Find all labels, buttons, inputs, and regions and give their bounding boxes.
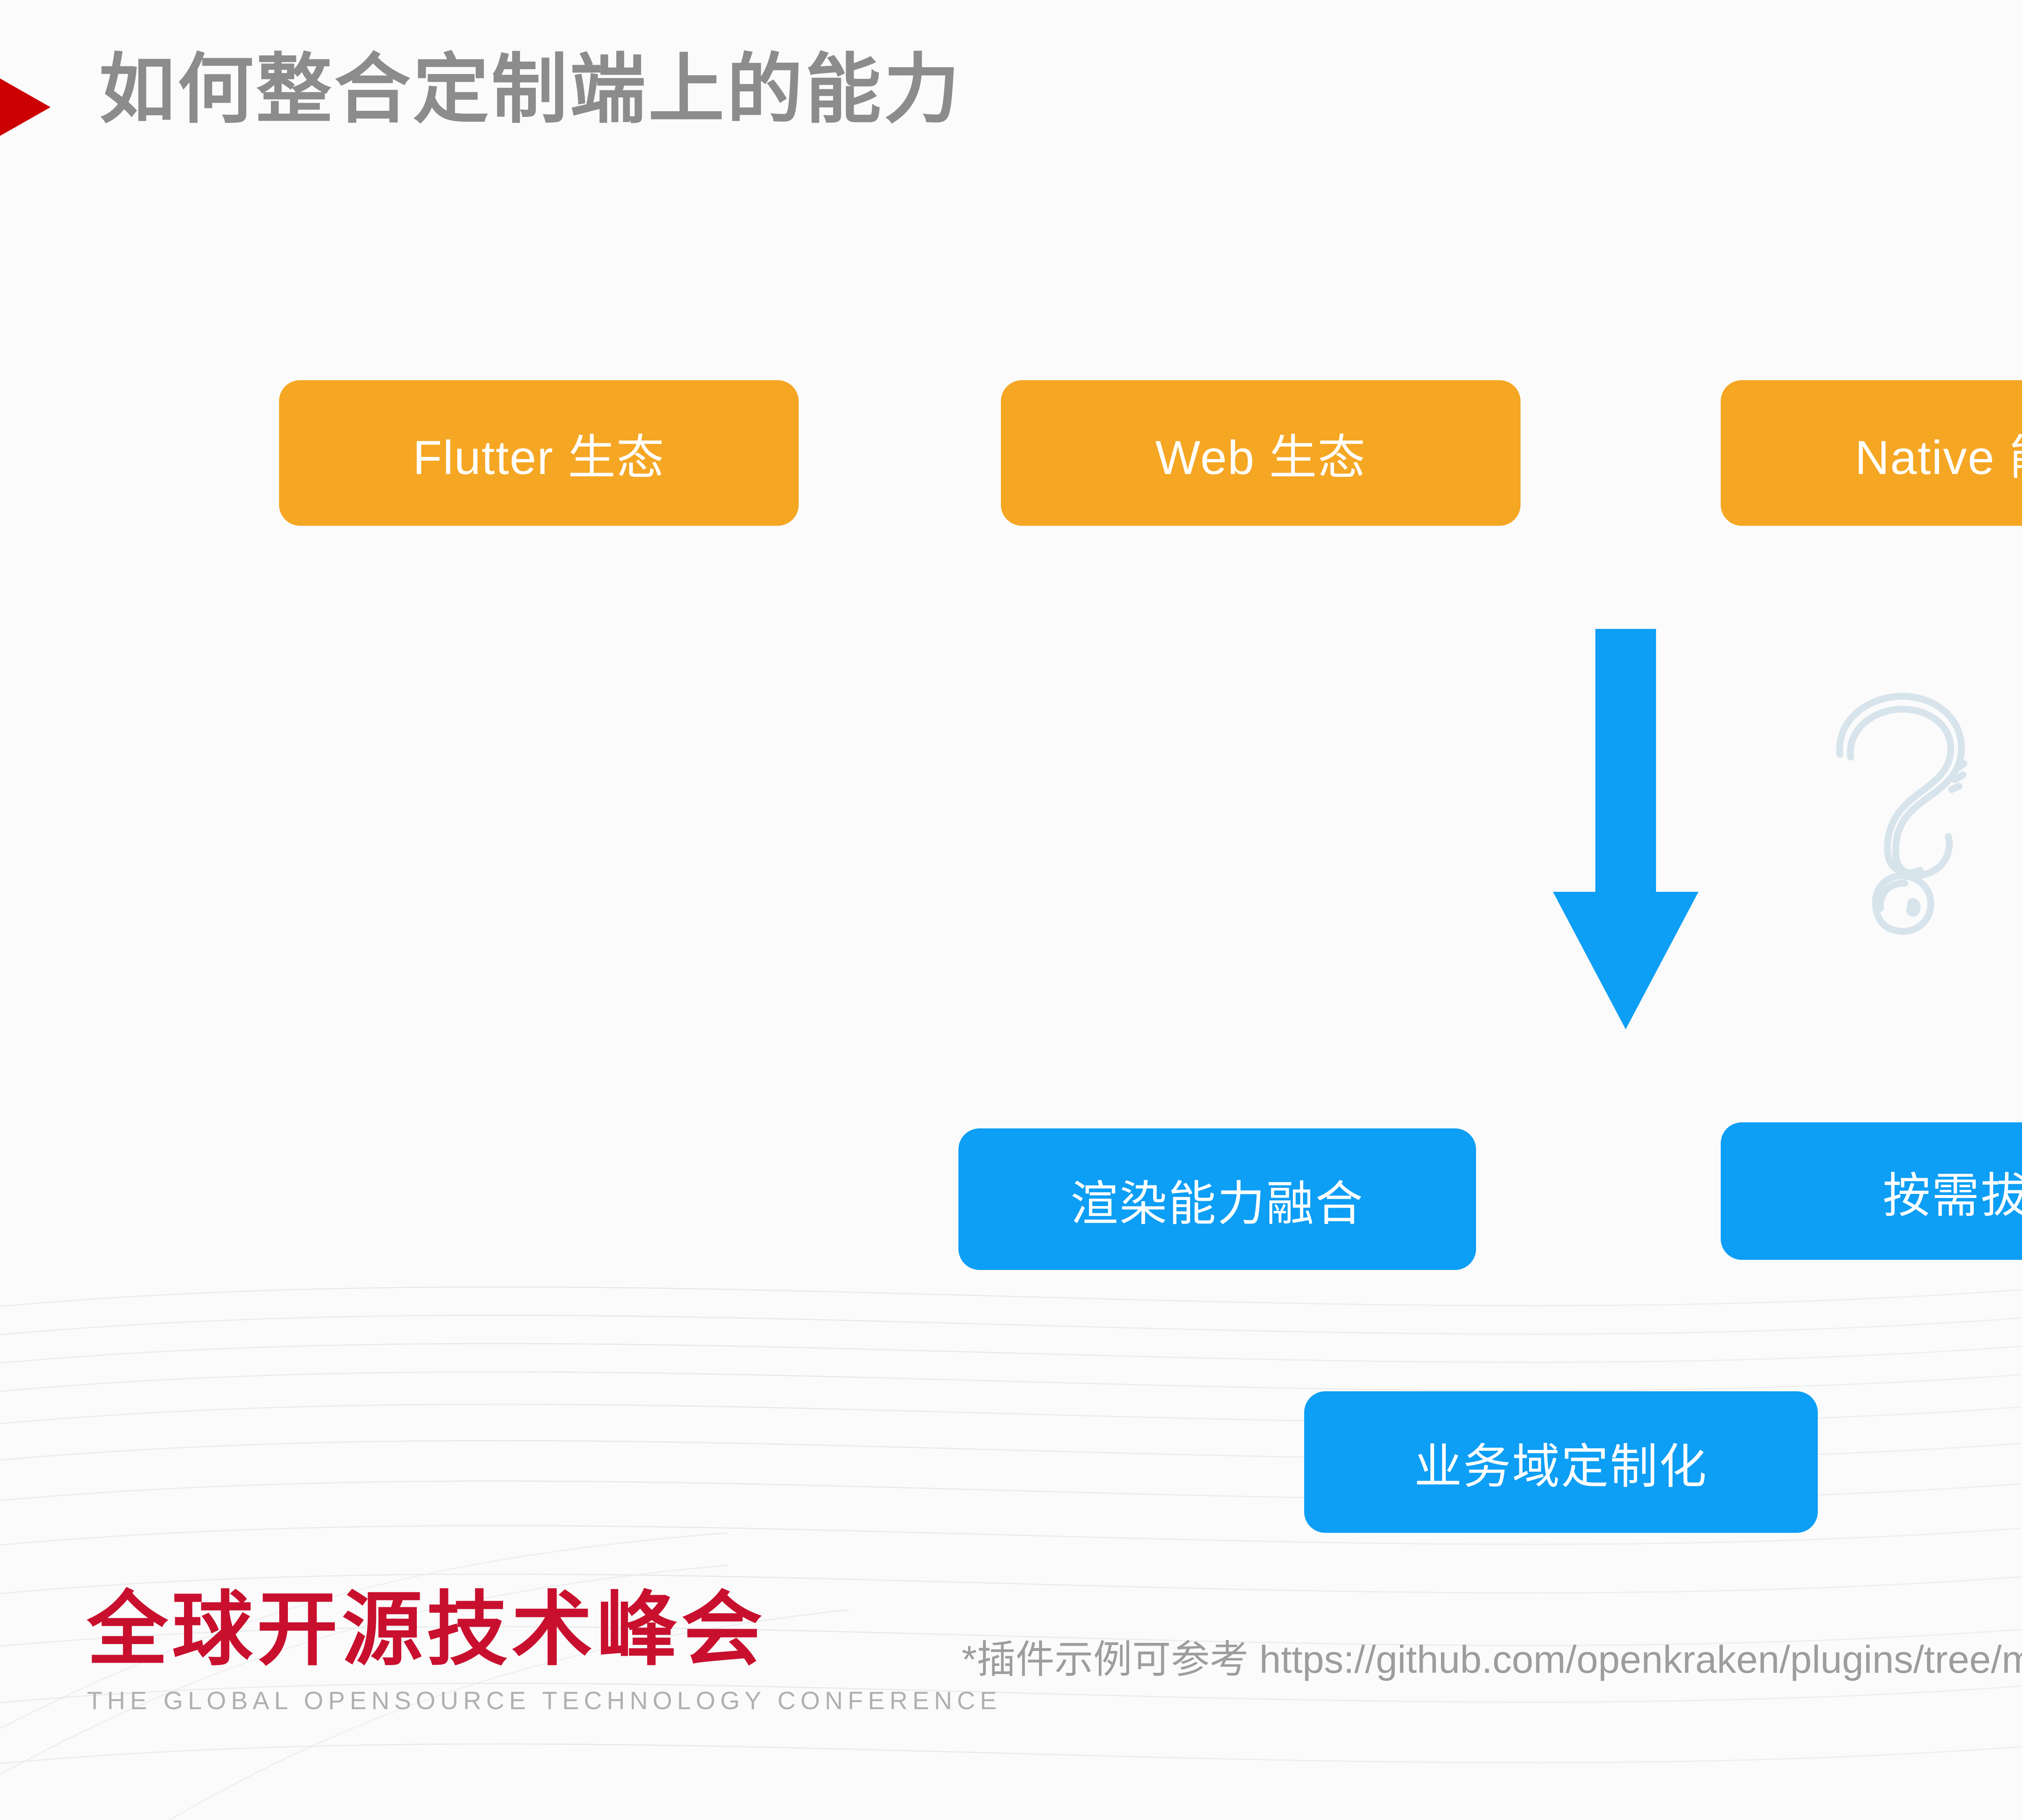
conference-logo-cn: 全球开源技术峰会 <box>87 1585 767 1675</box>
conference-logo: 全球开源技术峰会 THE GLOBAL OPENSOURCE TECHNOLOG… <box>87 1589 1002 1715</box>
down-arrow-icon <box>1553 629 1698 1029</box>
source-box-label: Web 生态 <box>1155 431 1366 485</box>
source-box-label: Native 能力 <box>1855 431 2022 485</box>
source-box-native[interactable]: Native 能力 <box>1721 380 2022 526</box>
target-box-label: 按需拔插 <box>1882 1169 2022 1223</box>
title-marker-triangle-icon <box>0 65 51 150</box>
footnote-plugin-reference: *插件示例可参考 https://github.com/openkraken/p… <box>962 1638 2022 1681</box>
source-box-flutter[interactable]: Flutter 生态 <box>279 380 799 526</box>
question-mark-sketch-icon <box>1836 692 1967 935</box>
conference-logo-en: THE GLOBAL OPENSOURCE TECHNOLOGY CONFERE… <box>87 1687 1002 1715</box>
target-box-render-fusion[interactable]: 渲染能力融合 <box>958 1128 1476 1270</box>
target-box-label: 渲染能力融合 <box>1070 1177 1364 1231</box>
target-box-business-domain-customization[interactable]: 业务域定制化 <box>1304 1391 1818 1533</box>
target-box-on-demand-plugin[interactable]: 按需拔插 <box>1721 1122 2022 1260</box>
target-box-label: 业务域定制化 <box>1414 1440 1708 1494</box>
source-box-label: Flutter 生态 <box>412 431 665 485</box>
page-title: 如何整合定制端上的能力 <box>99 47 962 132</box>
source-box-web[interactable]: Web 生态 <box>1001 380 1521 526</box>
slide-header: 如何整合定制端上的能力 GOTC <box>0 0 2022 251</box>
